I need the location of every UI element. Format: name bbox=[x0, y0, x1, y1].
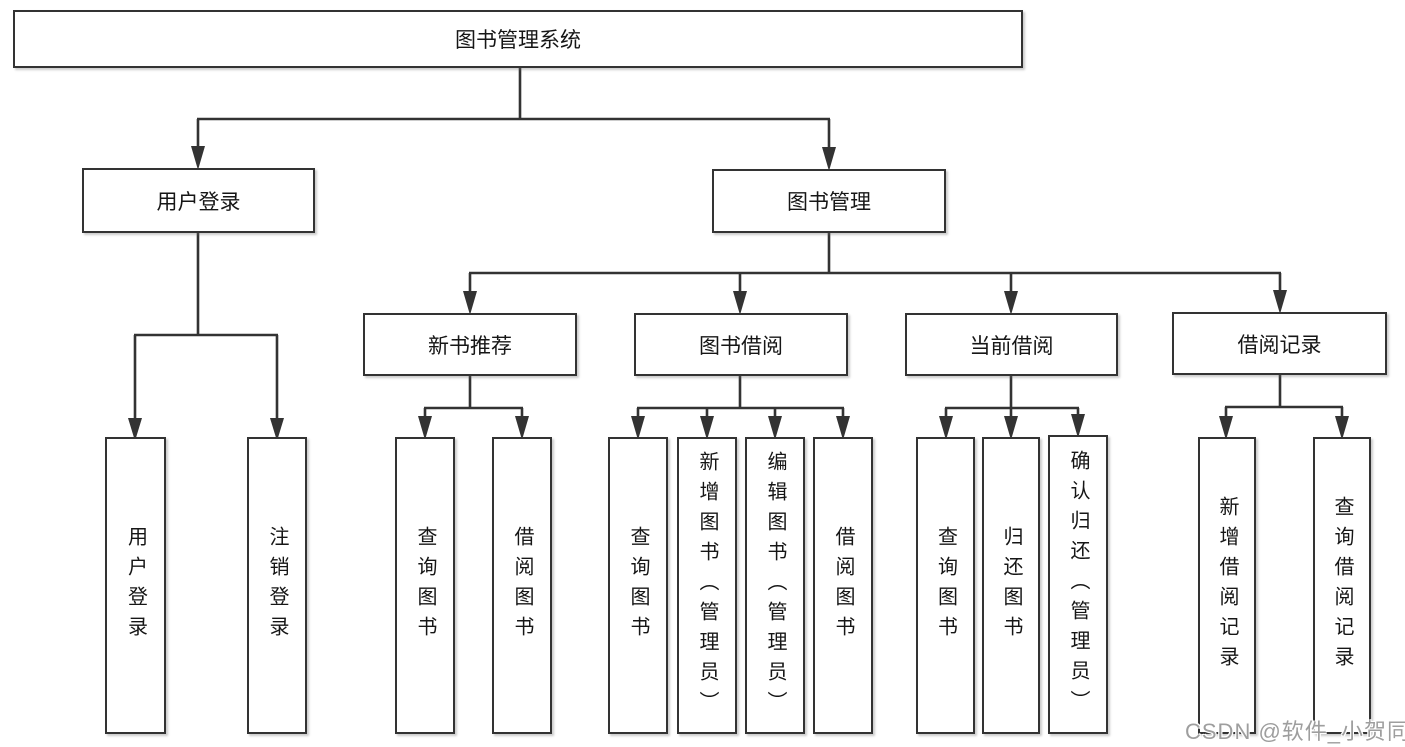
leaf-query-books-recommend-label: 查询图书 bbox=[414, 525, 436, 646]
leaf-user-login: 用户登录 bbox=[105, 437, 166, 734]
leaf-return-book-label: 归还图书 bbox=[1000, 525, 1022, 646]
node-user-login: 用户登录 bbox=[82, 168, 315, 233]
node-current-borrowing-label: 当前借阅 bbox=[969, 334, 1054, 358]
leaf-logout-label: 注销登录 bbox=[266, 525, 288, 646]
node-user-login-label: 用户登录 bbox=[156, 190, 241, 214]
leaf-borrow-books-label: 借阅图书 bbox=[832, 525, 854, 646]
leaf-add-borrow-record-label: 新增借阅记录 bbox=[1216, 495, 1238, 676]
node-book-management-label: 图书管理 bbox=[787, 191, 871, 214]
leaf-query-books-recommend: 查询图书 bbox=[395, 437, 455, 734]
leaf-edit-book-admin: 编辑图书（管理员） bbox=[745, 437, 805, 734]
node-book-borrowing-label: 图书借阅 bbox=[699, 334, 783, 358]
leaf-query-books-borrow-label: 查询图书 bbox=[627, 525, 649, 646]
leaf-query-books-borrow: 查询图书 bbox=[608, 437, 668, 734]
leaf-confirm-return-admin-label: 确认归还（管理员） bbox=[1067, 449, 1089, 720]
leaf-borrow-books-recommend-label: 借阅图书 bbox=[511, 525, 533, 646]
leaf-borrow-books-recommend: 借阅图书 bbox=[492, 437, 552, 734]
leaf-confirm-return-admin: 确认归还（管理员） bbox=[1048, 435, 1108, 734]
node-current-borrowing: 当前借阅 bbox=[905, 313, 1118, 376]
leaf-edit-book-admin-label: 编辑图书（管理员） bbox=[764, 450, 786, 721]
leaf-add-book-admin-label: 新增图书（管理员） bbox=[696, 450, 718, 721]
leaf-query-borrow-record-label: 查询借阅记录 bbox=[1331, 495, 1353, 676]
node-new-book-recommendation-label: 新书推荐 bbox=[428, 334, 512, 358]
node-library-management-system-label: 图书管理系统 bbox=[455, 29, 581, 52]
leaf-add-book-admin: 新增图书（管理员） bbox=[677, 437, 737, 734]
leaf-borrow-books: 借阅图书 bbox=[813, 437, 873, 734]
leaf-query-borrow-record: 查询借阅记录 bbox=[1313, 437, 1371, 734]
leaf-query-books-current-label: 查询图书 bbox=[934, 525, 957, 646]
node-borrowing-records-label: 借阅记录 bbox=[1237, 333, 1322, 357]
leaf-user-login-label: 用户登录 bbox=[124, 525, 147, 646]
node-book-management: 图书管理 bbox=[712, 169, 946, 233]
node-new-book-recommendation: 新书推荐 bbox=[363, 313, 577, 376]
leaf-query-books-current: 查询图书 bbox=[916, 437, 975, 734]
leaf-return-book: 归还图书 bbox=[982, 437, 1040, 734]
csdn-watermark: CSDN @软件_小贺同学 bbox=[1185, 719, 1405, 744]
leaf-add-borrow-record: 新增借阅记录 bbox=[1198, 437, 1256, 734]
node-book-borrowing: 图书借阅 bbox=[634, 313, 848, 376]
node-borrowing-records: 借阅记录 bbox=[1172, 312, 1387, 375]
node-library-management-system: 图书管理系统 bbox=[13, 10, 1023, 68]
leaf-logout: 注销登录 bbox=[247, 437, 307, 734]
